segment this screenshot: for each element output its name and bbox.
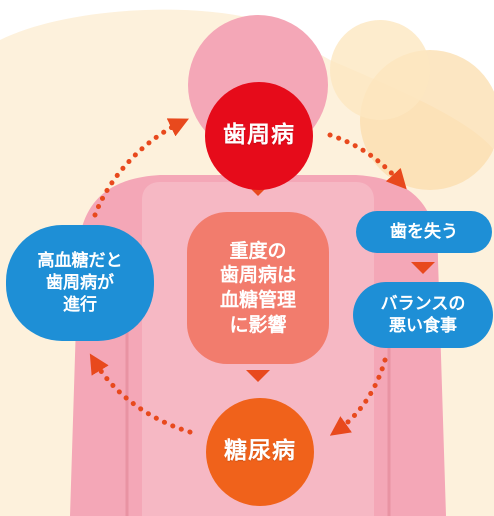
lose-teeth-node: 歯を失う (356, 211, 492, 253)
severe-line-3: 血糖管理 (219, 289, 296, 311)
severe-line-1: 重度の (229, 239, 287, 262)
cycle-arrows (89, 118, 407, 436)
severe-periodontal-node: 重度の 歯周病は 血糖管理 に影響 (187, 212, 329, 364)
periodontal-label: 歯周病 (223, 122, 295, 149)
lose-teeth-label: 歯を失う (390, 221, 458, 242)
hyperglycemia-line-1: 高血糖だと (37, 250, 123, 271)
severe-line-2: 歯周病は (219, 264, 296, 287)
bad-diet-line-1: バランスの (380, 293, 466, 314)
down-arrow-right (411, 262, 435, 274)
periodontal-node: 歯周病 (205, 82, 313, 190)
arrow-hyperglycemia-to-periodontal (92, 118, 189, 218)
hyperglycemia-node: 高血糖だと 歯周病が 進行 (6, 225, 154, 341)
hyperglycemia-line-3: 進行 (63, 295, 97, 316)
bad-diet-line-2: 悪い食事 (389, 316, 457, 336)
diabetes-node: 糖尿病 (206, 398, 314, 506)
background-bubble-2 (330, 20, 430, 120)
arrow-periodontal-to-teeth (327, 132, 407, 190)
diabetes-label: 糖尿病 (224, 438, 296, 465)
bad-diet-node: バランスの 悪い食事 (353, 282, 493, 348)
arrow-diet-to-diabetes (329, 357, 388, 436)
hyperglycemia-line-2: 歯周病が (46, 272, 114, 293)
arrow-diabetes-to-hyperglycemia (89, 353, 193, 435)
down-arrow-2 (246, 370, 270, 382)
severe-line-4: に影響 (229, 313, 287, 336)
